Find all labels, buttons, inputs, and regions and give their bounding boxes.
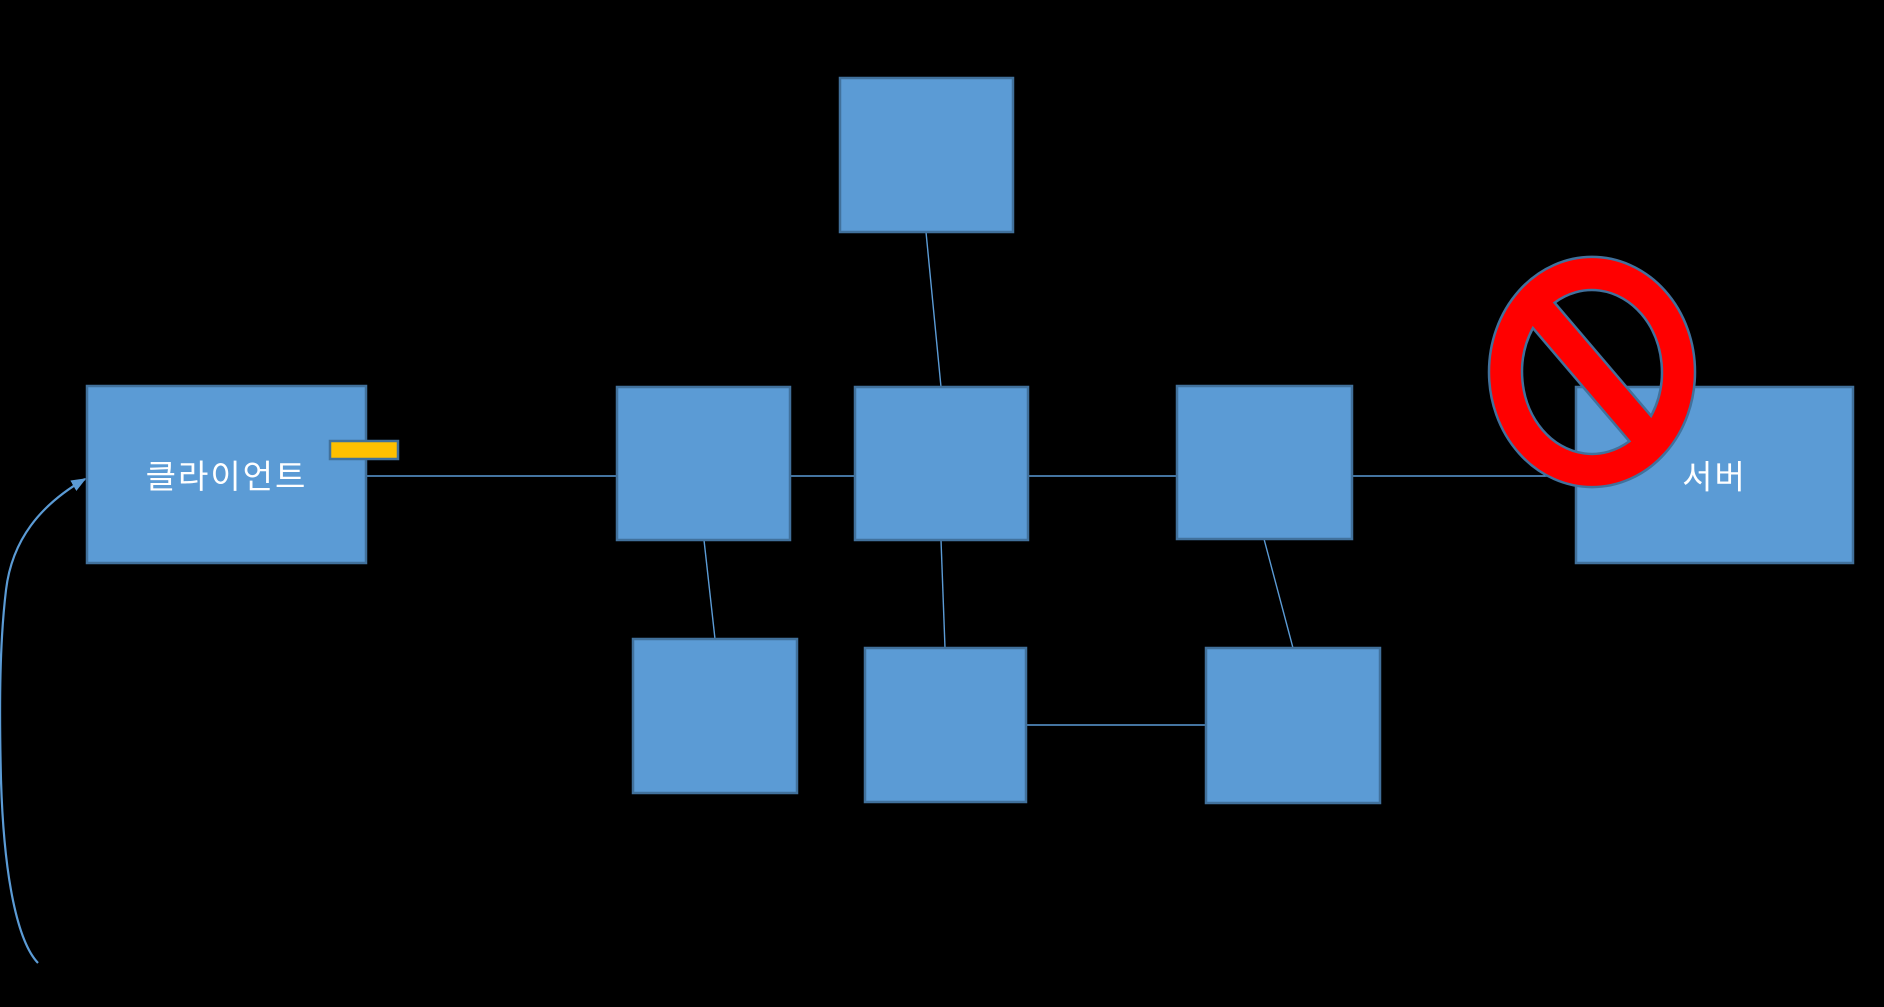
connector-relay1-to-bottom1 bbox=[703, 539, 716, 640]
highlight-marker bbox=[328, 439, 400, 461]
node-relay-bottom-1 bbox=[631, 637, 799, 795]
connector-relay2-to-bottom2 bbox=[940, 539, 946, 649]
overlay-layer bbox=[0, 255, 1697, 964]
node-relay-1 bbox=[615, 385, 792, 542]
edges-layer bbox=[366, 231, 1549, 726]
node-relay-top bbox=[838, 76, 1015, 234]
node-relay-bottom-2 bbox=[863, 646, 1028, 804]
node-relay-bottom-3 bbox=[1204, 646, 1382, 805]
node-client-label: 클라이언트 bbox=[146, 458, 308, 495]
connector-relay3-to-bottom3 bbox=[1263, 538, 1294, 649]
node-relay-2 bbox=[853, 385, 1030, 542]
node-server-label: 서버 bbox=[1682, 459, 1747, 496]
connector-relaytop-to-relay2 bbox=[925, 231, 942, 388]
node-client bbox=[85, 384, 368, 565]
curved-arrow-to-client bbox=[0, 478, 87, 964]
node-relay-3 bbox=[1175, 384, 1354, 541]
prohibition-icon bbox=[1487, 255, 1697, 489]
